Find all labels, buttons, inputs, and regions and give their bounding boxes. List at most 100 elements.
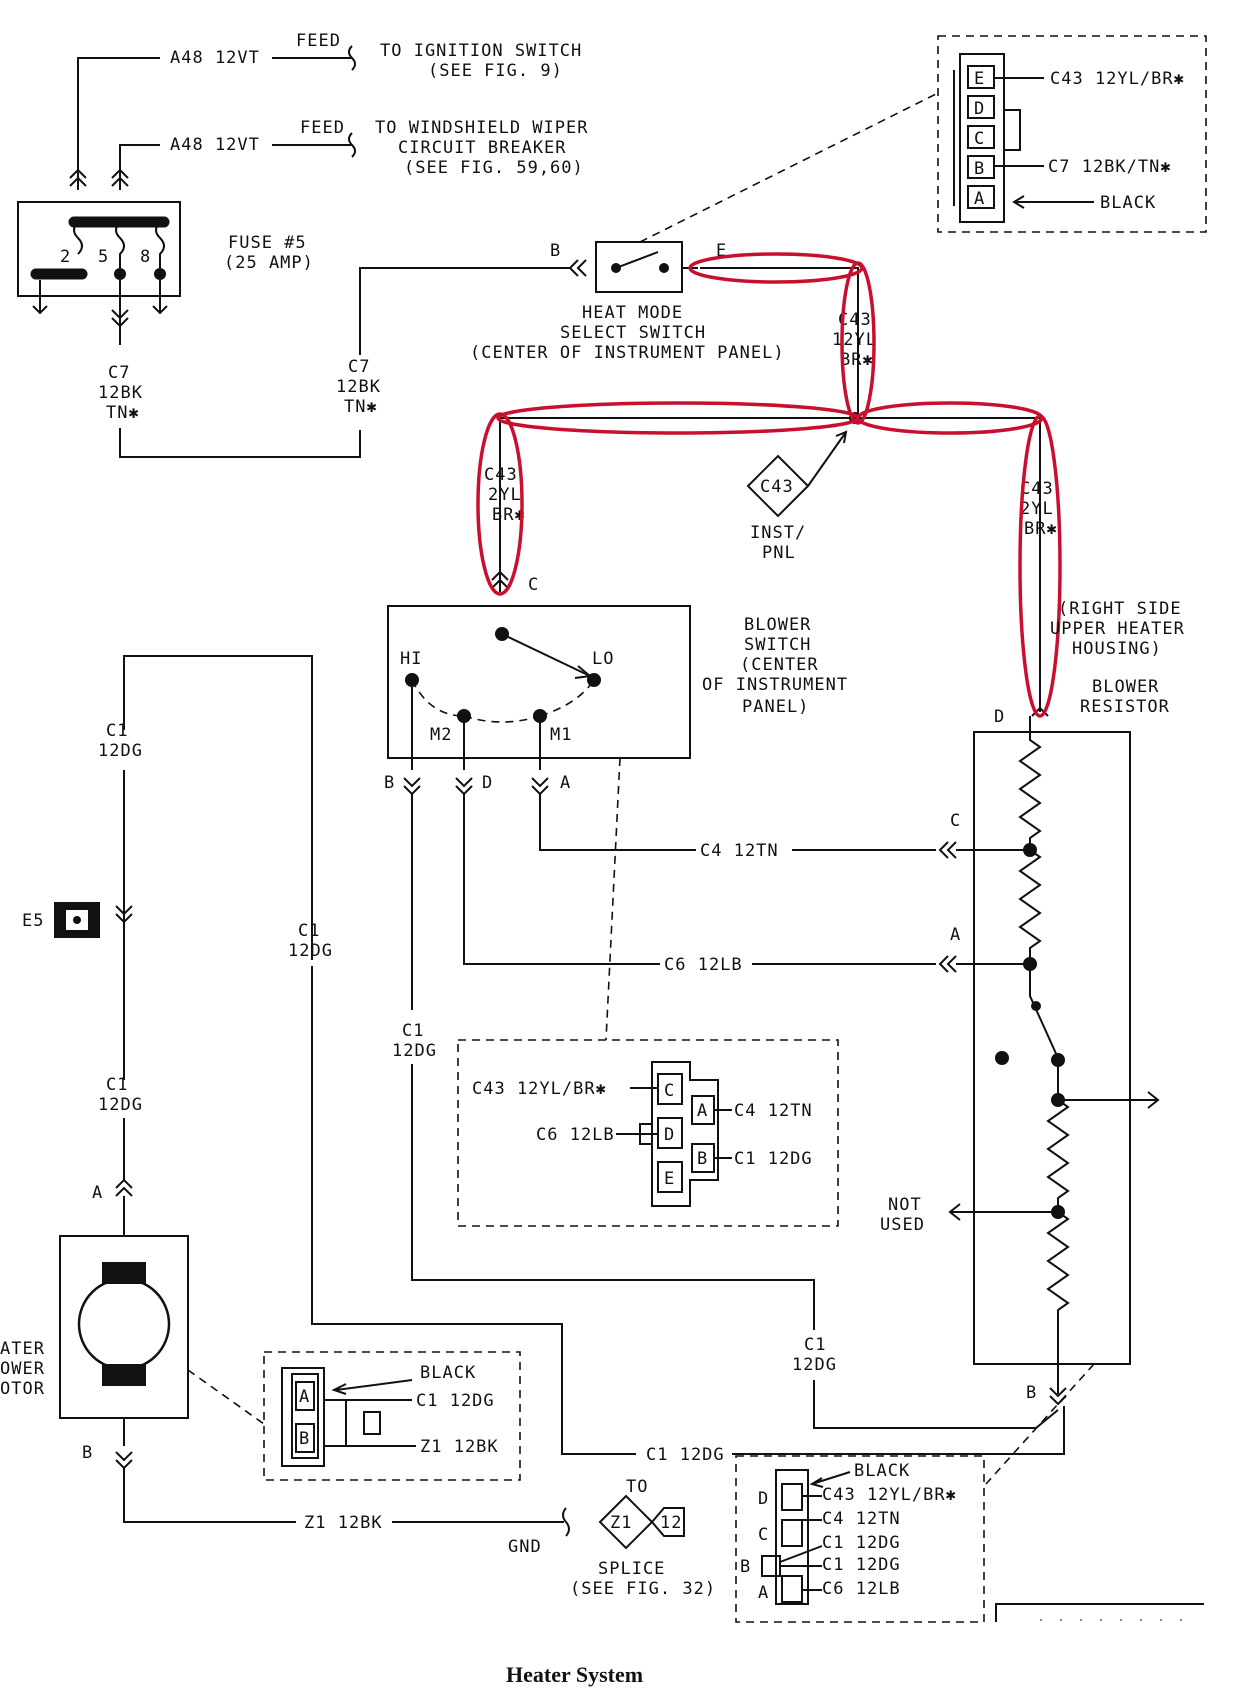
- c43-c-1: C43: [1020, 479, 1054, 499]
- c1-b-2: 12DG: [392, 1041, 437, 1061]
- mid-conn-wire-c4: C4 12TN: [734, 1101, 813, 1121]
- feed2-wire-label: A48 12VT: [170, 135, 260, 155]
- c1-mid-1: C1: [298, 921, 320, 941]
- c1-b-1: C1: [402, 1021, 424, 1041]
- motor-conn-c1: C1 12DG: [416, 1391, 495, 1411]
- c6-wire-label: C6 12LB: [664, 955, 743, 975]
- blower-switch: C HI LO M2 M1 B D A: [384, 575, 691, 796]
- c1-low-2: 12DG: [98, 1095, 143, 1115]
- feed2-dest2: CIRCUIT BREAKER: [398, 138, 567, 158]
- blower-m2: M2: [430, 725, 452, 745]
- resistor-pin-a: A: [950, 925, 961, 945]
- mid-conn-wire-c1: C1 12DG: [734, 1149, 813, 1169]
- feed1-dest1: TO IGNITION SWITCH: [380, 41, 582, 61]
- fuse-amp: (25 AMP): [224, 253, 314, 273]
- not-used-1: NOT: [888, 1195, 922, 1215]
- blower-m1: M1: [550, 725, 572, 745]
- res-conn-c1a: C1 12DG: [822, 1533, 901, 1553]
- fuse-block: 2 5 8: [17, 201, 181, 315]
- resistor-2: RESISTOR: [1080, 697, 1170, 717]
- c43-circuit: C43 12YL BR✱ C43 2YL BR✱ C43 2YL BR✱ C43…: [476, 252, 1062, 718]
- motor-label-1: ATER: [0, 1339, 45, 1359]
- c7-left-3: TN✱: [106, 403, 140, 423]
- motor-pin-a: A: [92, 1183, 103, 1203]
- switch-pin-e: E: [716, 241, 727, 261]
- res-conn-pin-c: C: [758, 1525, 769, 1545]
- not-used-2: USED: [880, 1215, 925, 1235]
- c1-left-2: 12DG: [98, 741, 143, 761]
- c7-mid-1: C7: [348, 357, 370, 377]
- splice-1: SPLICE: [598, 1559, 665, 1579]
- heater-blower-motor: ATER OWER OTOR B Z1 12BK GND: [0, 1235, 570, 1557]
- c1-horiz-label: C1 12DG: [646, 1445, 725, 1465]
- e5-ground-point: E5: [22, 902, 100, 938]
- conn-top-pin-e: E: [974, 69, 985, 89]
- blower-switch-5: PANEL): [742, 697, 809, 717]
- blower-switch-connector-detail: C D E A B C43 12YL/BR✱ C6 12LB C4 12TN C…: [457, 1039, 839, 1227]
- fuse-pin-5: 5: [98, 247, 109, 267]
- c1-mid-2: 12DG: [288, 941, 333, 961]
- feed2-dest3: (SEE FIG. 59,60): [404, 158, 584, 178]
- c43-c-3: BR✱: [1024, 519, 1058, 539]
- switch-pin-b: B: [550, 241, 561, 261]
- conn-top-wire-black: BLACK: [1100, 193, 1156, 213]
- c43-a-3: BR✱: [840, 350, 874, 370]
- resistor-pin-d: D: [994, 707, 1005, 727]
- motor-label-2: OWER: [0, 1359, 45, 1379]
- c7-mid-2: 12BK: [336, 377, 381, 397]
- c7-wire: C7 12BK TN✱ C7 12BK TN✱: [98, 267, 570, 458]
- conn-top-pin-d: D: [974, 99, 985, 119]
- motor-label-3: OTOR: [0, 1379, 45, 1399]
- res-conn-c1b: C1 12DG: [822, 1555, 901, 1575]
- conn-top-pin-b: B: [974, 159, 985, 179]
- inst-pnl-1: INST/: [750, 523, 806, 543]
- mid-conn-pin-b: B: [697, 1149, 708, 1169]
- blower-lo: LO: [592, 649, 614, 669]
- c43-b-1: C43: [484, 465, 518, 485]
- res-conn-c4: C4 12TN: [822, 1509, 901, 1529]
- conn-top-pin-c: C: [974, 129, 985, 149]
- blower-switch-1: BLOWER: [744, 615, 811, 635]
- res-conn-c43: C43 12YL/BR✱: [822, 1485, 957, 1505]
- c7-left-1: C7: [108, 363, 130, 383]
- feed-wiper: A48 12VT FEED TO WINDSHIELD WIPER CIRCUI…: [119, 118, 588, 190]
- mid-conn-pin-c: C: [664, 1081, 675, 1101]
- c43-b-3: BR✱: [492, 505, 526, 525]
- heat-mode-1: HEAT MODE: [582, 303, 683, 323]
- blower-switch-3: (CENTER: [740, 655, 819, 675]
- gnd-label: GND: [508, 1537, 542, 1557]
- mid-conn-pin-a: A: [697, 1101, 708, 1121]
- res-conn-black: BLACK: [854, 1461, 910, 1481]
- resistor-pin-b: B: [1026, 1383, 1037, 1403]
- resistor-pin-c: C: [950, 811, 961, 831]
- c43-c-2: 2YL: [1020, 499, 1054, 519]
- splice-12-label: 12: [660, 1513, 682, 1533]
- motor-conn-pin-b: B: [299, 1429, 310, 1449]
- heat-mode-select-switch: B E HEAT MODE SELECT SWITCH (CENTER OF I…: [470, 241, 784, 363]
- mid-conn-pin-e: E: [664, 1169, 675, 1189]
- mid-conn-pin-d: D: [664, 1125, 675, 1145]
- feed2-word: FEED: [300, 118, 345, 138]
- diagram-caption: Heater System: [506, 1662, 643, 1687]
- res-conn-pin-a: A: [758, 1583, 769, 1603]
- motor-conn-pin-a: A: [299, 1387, 310, 1407]
- motor-conn-z1: Z1 12BK: [420, 1437, 499, 1457]
- c1-left-1: C1: [106, 721, 128, 741]
- mid-conn-wire-c6: C6 12LB: [536, 1125, 615, 1145]
- blower-pin-d: D: [482, 773, 493, 793]
- c43-a-2: 12YL: [832, 330, 877, 350]
- c4-wire: C4 12TN: [539, 794, 1030, 861]
- highlight-segment-resistor: [1018, 414, 1062, 718]
- resistor-1: BLOWER: [1092, 677, 1159, 697]
- c43-a-1: C43: [838, 310, 872, 330]
- blower-hi: HI: [400, 649, 422, 669]
- res-conn-c6: C6 12LB: [822, 1579, 901, 1599]
- splice-to: TO: [626, 1477, 648, 1497]
- feed1-wire-label: A48 12VT: [170, 48, 260, 68]
- resistor-connector-detail: D C B A BLACK C43 12YL/BR✱ C4 12TN C1 12…: [735, 1455, 985, 1623]
- blower-pin-b: B: [384, 773, 395, 793]
- heat-mode-connector-detail: E D C B A C43 12YL/BR✱ C7 12BK/TN✱ BLACK: [937, 35, 1207, 233]
- feed1-dest2: (SEE FIG. 9): [428, 61, 563, 81]
- feed2-dest1: TO WINDSHIELD WIPER: [375, 118, 588, 138]
